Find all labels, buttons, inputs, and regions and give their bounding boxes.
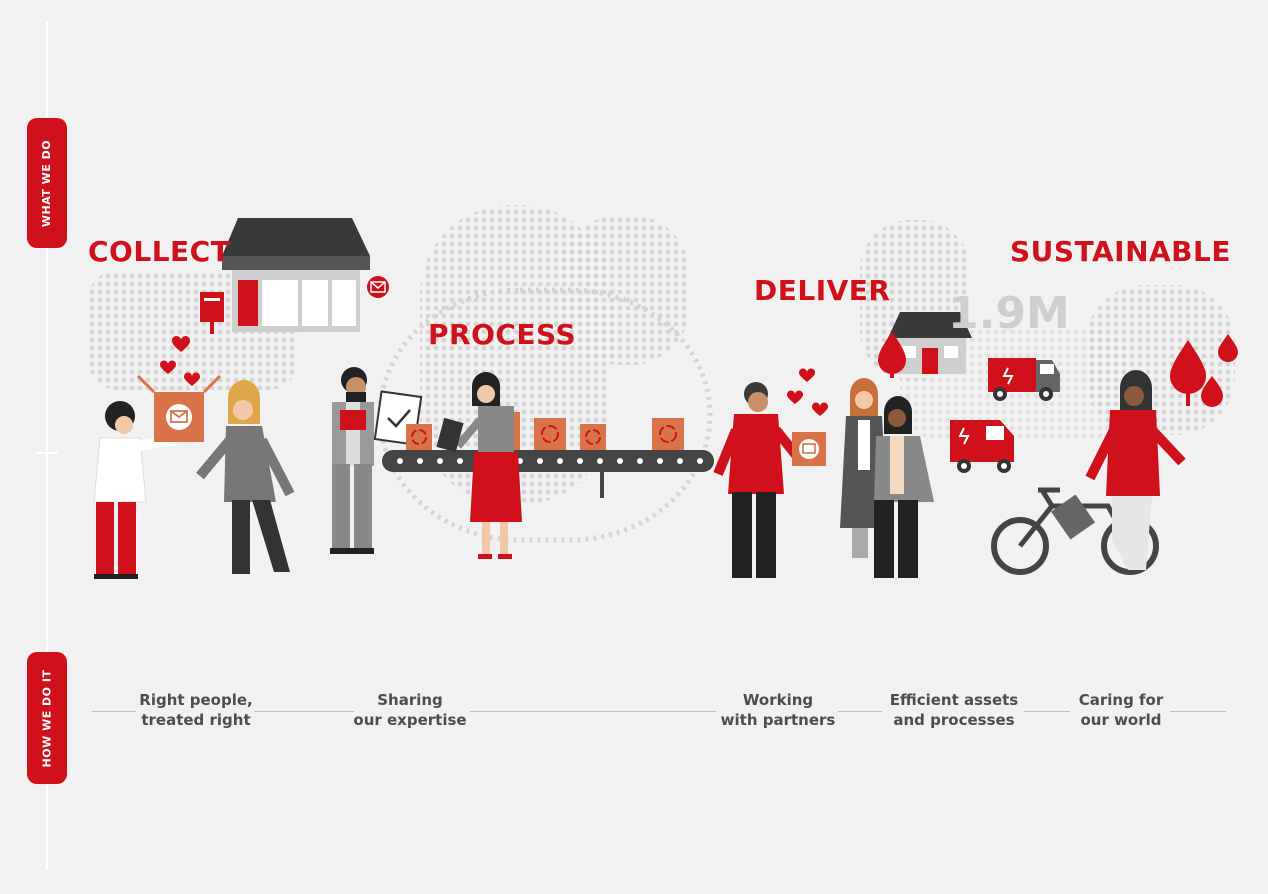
value-right-people: Right people, treated right — [136, 690, 256, 730]
value-efficient-assets: Efficient assets and processes — [882, 690, 1026, 730]
person-red-shirt — [713, 382, 804, 578]
person-white-shirt — [93, 401, 177, 579]
timeline-cross-mark — [36, 452, 58, 454]
value-line: Right people, — [139, 691, 253, 709]
what-we-do-tab[interactable]: WHAT WE DO — [27, 118, 67, 248]
post-box-icon — [200, 292, 224, 334]
divider — [838, 711, 882, 712]
tree-icon — [878, 332, 1238, 407]
value-sharing-expertise: Sharing our expertise — [352, 690, 468, 730]
value-working-partners: Working with partners — [718, 690, 838, 730]
stat-number: 1.9M — [948, 288, 1070, 339]
person-grey-jacket — [874, 396, 934, 578]
heart-icon — [159, 335, 829, 416]
mail-badge-icon — [367, 276, 389, 298]
divider — [1170, 711, 1226, 712]
collect-heading: COLLECT — [88, 235, 231, 268]
value-line: Caring for — [1078, 691, 1164, 709]
value-line: Sharing — [377, 691, 443, 709]
divider — [470, 711, 716, 712]
timeline-vertical-line — [46, 22, 48, 870]
value-line: with partners — [720, 711, 836, 729]
open-parcel-box — [136, 374, 222, 442]
sustainable-heading: SUSTAINABLE — [1010, 235, 1231, 268]
divider — [92, 711, 136, 712]
person-blonde-grey — [196, 380, 295, 574]
divider — [1024, 711, 1070, 712]
person-woman-tablet — [454, 372, 522, 559]
parcel-box — [792, 432, 826, 466]
conveyor-belt — [382, 450, 714, 498]
electric-van-icon — [950, 420, 1014, 473]
house-icon — [888, 312, 972, 374]
process-heading: PROCESS — [428, 318, 577, 351]
person-woman-bike — [1085, 370, 1186, 570]
value-line: treated right — [141, 711, 251, 729]
delivery-van-icon — [988, 358, 1060, 401]
post-office-shop — [222, 218, 370, 332]
deliver-heading: DELIVER — [754, 274, 891, 307]
value-line: our world — [1080, 711, 1162, 729]
value-caring-world: Caring for our world — [1070, 690, 1172, 730]
tablet-icon — [436, 417, 464, 453]
value-line: Working — [742, 691, 814, 709]
divider — [254, 711, 354, 712]
value-line: our expertise — [353, 711, 467, 729]
value-line: and processes — [893, 711, 1015, 729]
e-bike-battery — [1050, 494, 1096, 540]
how-we-do-it-tab[interactable]: HOW WE DO IT — [27, 652, 67, 784]
person-bearded-worker — [330, 367, 374, 554]
value-line: Efficient assets — [889, 691, 1019, 709]
